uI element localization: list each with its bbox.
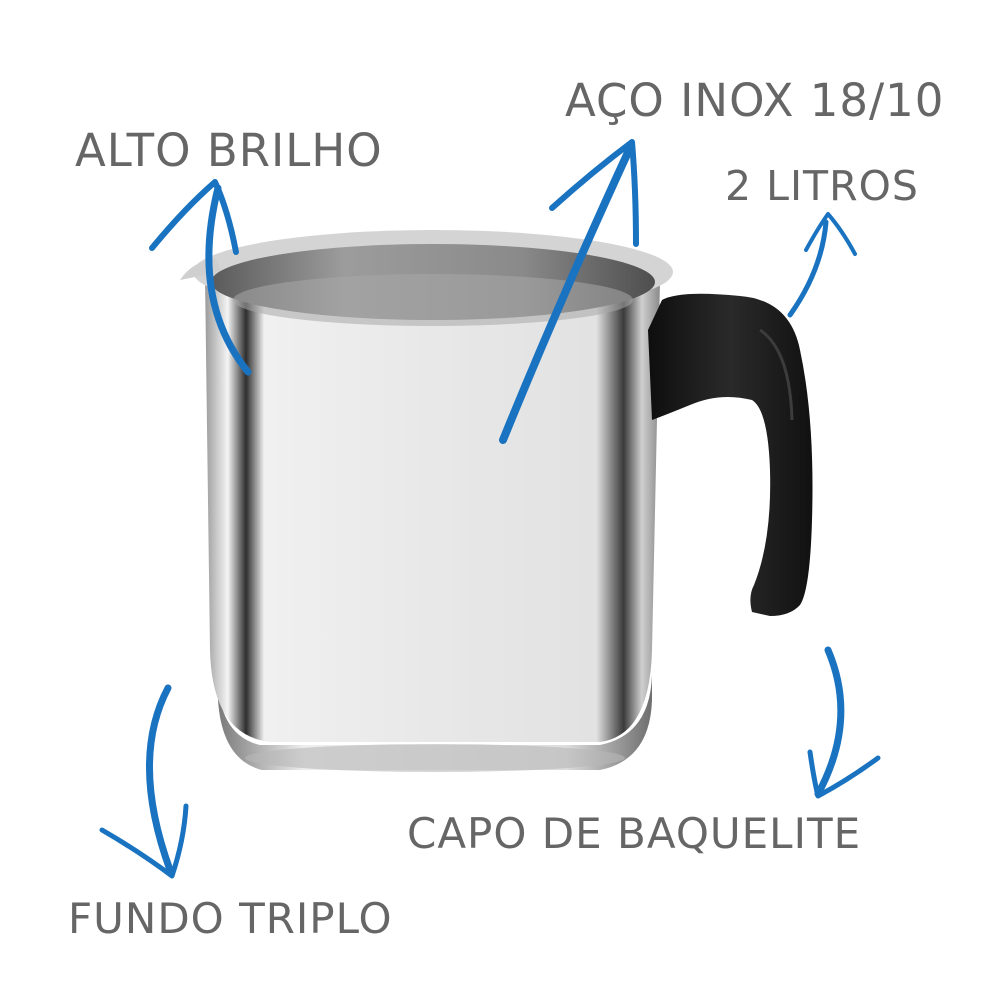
- label-capo: CAPO DE BAQUELITE: [407, 809, 862, 858]
- bakelite-handle: [648, 293, 813, 616]
- arrow-litros: [787, 219, 829, 318]
- arrow-aco-inox: [499, 144, 634, 444]
- label-aco-inox: AÇO INOX 18/10: [565, 74, 945, 127]
- label-alto-brilho: ALTO BRILHO: [75, 124, 383, 177]
- arrow-alto-brilho: [205, 184, 252, 376]
- label-litros: 2 LITROS: [725, 162, 919, 210]
- pot-body: [205, 275, 660, 742]
- label-fundo: FUNDO TRIPLO: [68, 894, 393, 943]
- pot-base: [218, 675, 652, 770]
- arrow-fundo: [146, 684, 174, 874]
- arrow-capo: [814, 646, 845, 798]
